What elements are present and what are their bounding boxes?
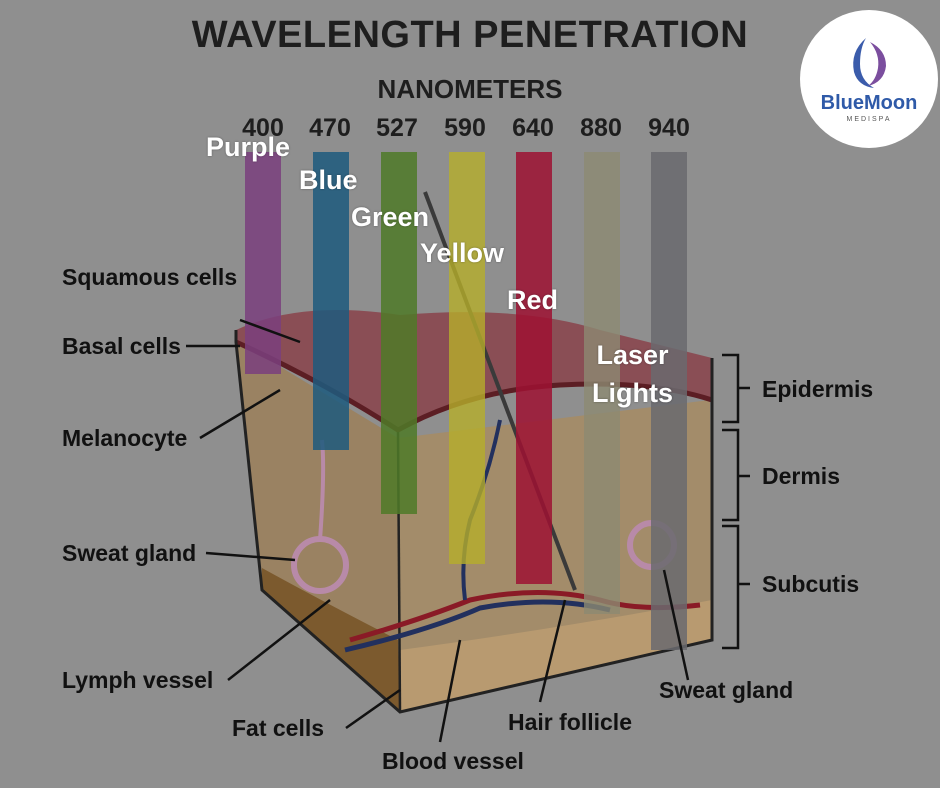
wavelength-940: 940: [648, 114, 690, 142]
leader-blood: [438, 639, 462, 743]
band-green: [381, 152, 417, 514]
wavelength-527: 527: [376, 114, 418, 142]
band-purple: [245, 152, 281, 374]
label-sweat-gland-right: Sweat gland: [659, 677, 794, 703]
bracket-subcutis: [722, 524, 750, 650]
wavelength-400: 400: [242, 114, 284, 142]
label-laser-line1: Laser: [596, 340, 669, 370]
skin-block-front-face: [236, 340, 400, 712]
label-epidermis: Epidermis: [762, 376, 874, 402]
logo-name: BlueMoon: [820, 92, 918, 114]
label-subcutis: Subcutis: [762, 571, 860, 597]
fat-layer-right: [400, 600, 712, 712]
nanometers-heading: NANOMETERS: [377, 74, 563, 104]
leader-sweat-left: [205, 551, 296, 562]
label-red: Red: [507, 285, 559, 315]
moon-face-icon: [853, 38, 886, 88]
label-melanocyte: Melanocyte: [62, 425, 188, 451]
bracket-epidermis: [722, 353, 750, 424]
band-blue: [313, 152, 349, 450]
label-sweat-gland-left: Sweat gland: [62, 540, 197, 566]
label-purple: Purple: [206, 132, 291, 162]
leader-fat: [345, 688, 401, 730]
fat-layer: [262, 568, 400, 712]
band-940: [651, 152, 687, 650]
label-laser-lights: Laser Lights: [592, 336, 673, 412]
label-lymph-vessel: Lymph vessel: [62, 667, 214, 693]
label-laser-line2: Lights: [592, 378, 673, 408]
label-dermis: Dermis: [762, 463, 840, 489]
wavelength-590: 590: [444, 114, 486, 142]
label-yellow: Yellow: [420, 238, 505, 268]
page-title: WAVELENGTH PENETRATION: [191, 14, 749, 56]
blood-vessel-red: [349, 590, 701, 643]
label-fat-cells: Fat cells: [232, 715, 325, 741]
label-blood-vessel: Blood vessel: [382, 748, 524, 774]
bluemoon-logo: BlueMoon MEDISPA: [800, 10, 938, 148]
label-squamous-cells: Squamous cells: [62, 264, 238, 290]
band-880: [584, 152, 620, 614]
logo-tagline: MEDISPA: [846, 116, 892, 123]
band-red: [516, 152, 552, 584]
block-outline: [234, 330, 714, 714]
wavelength-470: 470: [309, 114, 351, 142]
leader-sweat-right: [662, 569, 690, 681]
wavelength-640: 640: [512, 114, 554, 142]
label-green: Green: [351, 202, 430, 232]
bracket-dermis: [722, 428, 750, 522]
wavelength-880: 880: [580, 114, 622, 142]
label-basal-cells: Basal cells: [62, 333, 181, 359]
band-yellow: [449, 152, 485, 564]
blood-vessel-blue: [344, 599, 611, 653]
leader-hair: [538, 599, 567, 703]
leader-squamous: [239, 318, 301, 344]
leader-melanocyte: [199, 388, 281, 440]
label-hair-follicle: Hair follicle: [508, 709, 632, 735]
label-blue: Blue: [299, 165, 358, 195]
leader-lymph: [227, 599, 331, 681]
